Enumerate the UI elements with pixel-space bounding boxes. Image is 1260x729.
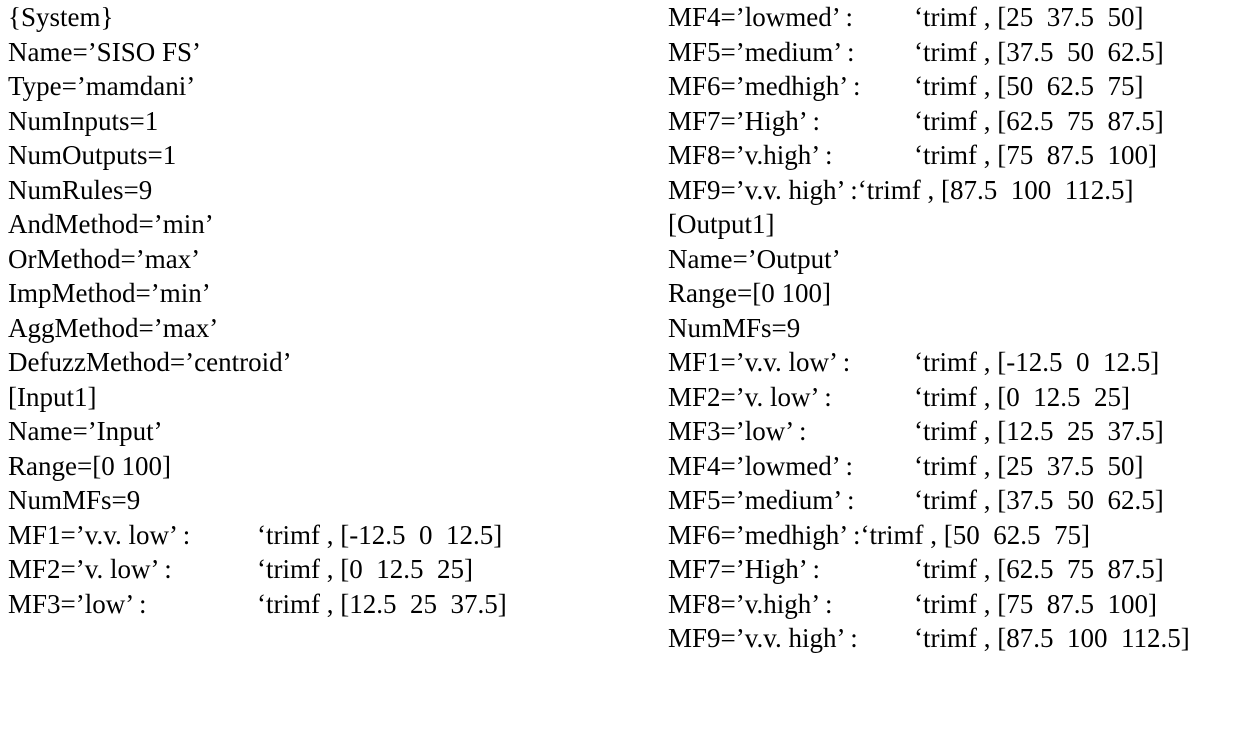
mf-label: MF6=’medhigh’ : <box>668 519 861 550</box>
mf-label: MF9=’v.v. high’ : <box>668 174 858 205</box>
mf-label: MF8=’v.high’ : <box>668 140 833 170</box>
mf-label: MF6=’medhigh’ : <box>668 71 861 101</box>
mf-label: MF7=’High’ : <box>668 554 820 584</box>
mf-value: ‘trimf , [37.5 50 62.5] <box>914 36 1164 67</box>
input-mf-line: MF3=’low’ : ‘trimf , [12.5 25 37.5] <box>8 587 507 622</box>
mf-label: MF1=’v.v. low’ : <box>8 519 191 550</box>
mf-value: ‘trimf , [87.5 100 112.5] <box>914 623 1190 653</box>
output-section-header: [Output1] <box>668 209 775 239</box>
system-type-line: Type=’mamdani’ <box>8 71 196 101</box>
mf-value: ‘trimf , [0 12.5 25] <box>914 381 1130 412</box>
mf-value: ‘trimf , [50 62.5 75] <box>860 519 1090 550</box>
mf-value: ‘trimf , [0 12.5 25] <box>257 554 473 584</box>
output-mf-line: MF5=’medium’ : ‘trimf , [37.5 50 62.5] <box>668 483 1190 518</box>
defuzz-method-line: DefuzzMethod=’centroid’ <box>8 347 292 377</box>
input-mf-line: MF7=’High’ : ‘trimf , [62.5 75 87.5] <box>668 104 1190 139</box>
mf-value: ‘trimf , [37.5 50 62.5] <box>914 485 1164 515</box>
system-name-line: Name=’SISO FS’ <box>8 36 201 67</box>
mf-value: ‘trimf , [87.5 100 112.5] <box>857 174 1134 205</box>
output-name-line: Name=’Output’ <box>668 243 841 274</box>
num-inputs-line: NumInputs=1 <box>8 105 159 136</box>
mf-value: ‘trimf , [75 87.5 100] <box>914 588 1157 619</box>
output-mf-line: MF4=’lowmed’ : ‘trimf , [25 37.5 50] <box>668 449 1190 484</box>
input-mf-line: MF6=’medhigh’ : ‘trimf , [50 62.5 75] <box>668 69 1190 104</box>
mf-label: MF2=’v. low’ : <box>8 554 172 584</box>
output-mf-line: MF1=’v.v. low’ : ‘trimf , [-12.5 0 12.5] <box>668 345 1190 380</box>
agg-method-line: AggMethod=’max’ <box>8 312 219 343</box>
input-section-header: [Input1] <box>8 381 97 412</box>
output-mf-line: MF8=’v.high’ : ‘trimf , [75 87.5 100] <box>668 587 1190 622</box>
mf-value: ‘trimf , [25 37.5 50] <box>914 2 1144 32</box>
mf-label: MF5=’medium’ : <box>668 36 855 67</box>
mf-label: MF8=’v.high’ : <box>668 588 833 619</box>
input-mf-line: MF8=’v.high’ : ‘trimf , [75 87.5 100] <box>668 138 1190 173</box>
output-mf-line: MF9=’v.v. high’ : ‘trimf , [87.5 100 112.… <box>668 621 1190 656</box>
mf-value: ‘trimf , [12.5 25 37.5] <box>257 588 507 619</box>
left-column: {System} Name=’SISO FS’ Type=’mamdani’ N… <box>8 0 507 621</box>
mf-value: ‘trimf , [-12.5 0 12.5] <box>914 347 1160 377</box>
output-mf-line: MF2=’v. low’ : ‘trimf , [0 12.5 25] <box>668 380 1190 415</box>
mf-value: ‘trimf , [62.5 75 87.5] <box>914 105 1164 136</box>
mf-label: MF9=’v.v. high’ : <box>668 623 858 653</box>
mf-label: MF3=’low’ : <box>8 588 147 619</box>
mf-value: ‘trimf , [25 37.5 50] <box>914 450 1144 481</box>
mf-value: ‘trimf , [75 87.5 100] <box>914 140 1157 170</box>
right-column: MF4=’lowmed’ : ‘trimf , [25 37.5 50] MF5=… <box>668 0 1190 656</box>
num-rules-line: NumRules=9 <box>8 174 153 205</box>
mf-label: MF5=’medium’ : <box>668 485 855 515</box>
mf-value: ‘trimf , [-12.5 0 12.5] <box>257 519 503 550</box>
output-range-line: Range=[0 100] <box>668 278 831 308</box>
mf-value: ‘trimf , [12.5 25 37.5] <box>914 416 1164 446</box>
input-mf-line: MF2=’v. low’ : ‘trimf , [0 12.5 25] <box>8 552 507 587</box>
input-mf-line: MF4=’lowmed’ : ‘trimf , [25 37.5 50] <box>668 0 1190 35</box>
mf-label: MF3=’low’ : <box>668 416 807 446</box>
input-range-line: Range=[0 100] <box>8 450 171 481</box>
mf-label: MF4=’lowmed’ : <box>668 450 853 481</box>
num-outputs-line: NumOutputs=1 <box>8 140 177 170</box>
input-mf-line: MF1=’v.v. low’ : ‘trimf , [-12.5 0 12.5] <box>8 518 507 553</box>
output-mf-line: MF7=’High’ : ‘trimf , [62.5 75 87.5] <box>668 552 1190 587</box>
output-mf-line: MF3=’low’ : ‘trimf , [12.5 25 37.5] <box>668 414 1190 449</box>
system-section-header: {System} <box>8 2 114 32</box>
input-mf-line: MF9=’v.v. high’ :‘trimf , [87.5 100 112.… <box>668 173 1190 208</box>
or-method-line: OrMethod=’max’ <box>8 243 201 274</box>
mf-label: MF1=’v.v. low’ : <box>668 347 851 377</box>
output-num-mfs-line: NumMFs=9 <box>668 312 801 343</box>
mf-label: MF4=’lowmed’ : <box>668 2 853 32</box>
imp-method-line: ImpMethod=’min’ <box>8 278 211 308</box>
input-mf-line: MF5=’medium’ : ‘trimf , [37.5 50 62.5] <box>668 35 1190 70</box>
mf-value: ‘trimf , [62.5 75 87.5] <box>914 554 1164 584</box>
input-name-line: Name=’Input’ <box>8 416 163 446</box>
mf-label: MF7=’High’ : <box>668 105 820 136</box>
mf-value: ‘trimf , [50 62.5 75] <box>914 71 1144 101</box>
output-mf-line: MF6=’medhigh’ :‘trimf , [50 62.5 75] <box>668 518 1190 553</box>
input-num-mfs-line: NumMFs=9 <box>8 485 141 515</box>
and-method-line: AndMethod=’min’ <box>8 209 214 239</box>
mf-label: MF2=’v. low’ : <box>668 381 832 412</box>
